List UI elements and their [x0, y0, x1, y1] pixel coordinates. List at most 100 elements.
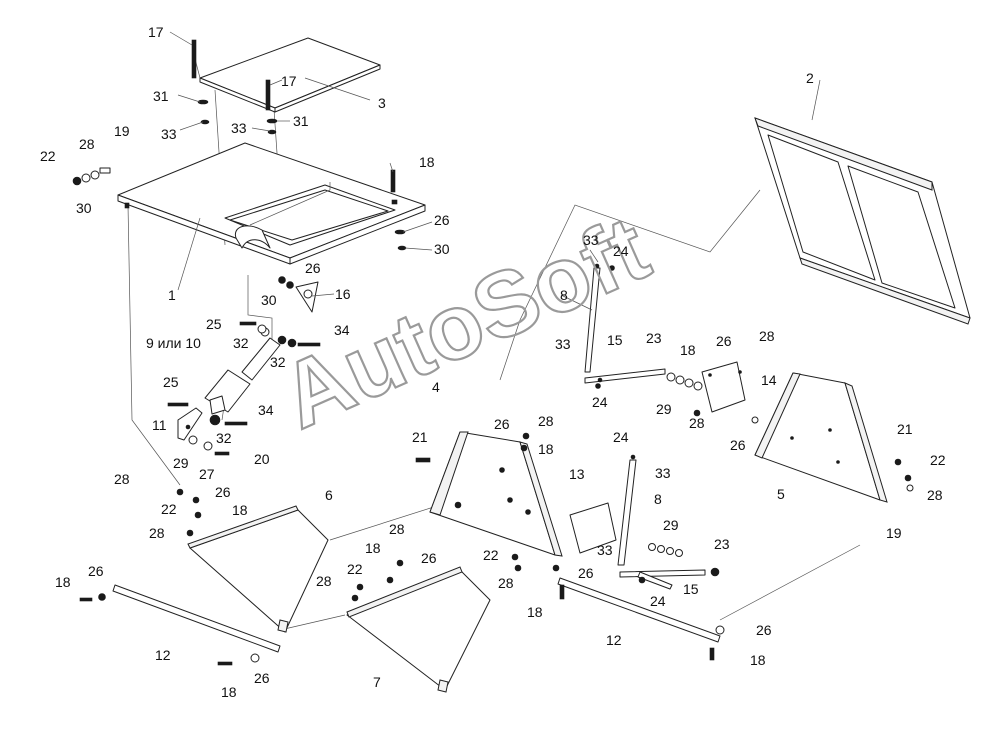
- washer-29-lower-c: [666, 547, 674, 555]
- nut-24-lower: [595, 383, 601, 389]
- callout-18: 18: [527, 604, 543, 620]
- washer-26-part14: [751, 416, 759, 424]
- nut-18-part6: [194, 511, 202, 519]
- washer-27-lower: [203, 441, 213, 451]
- callout-24: 24: [613, 429, 629, 445]
- nut-28-part7: [351, 594, 359, 602]
- nut-26-part4: [522, 432, 530, 440]
- part-15-rod-upper: [584, 368, 666, 384]
- bolt-18-rail-left-b: [217, 661, 233, 666]
- bolt-18-bottom: [559, 584, 565, 600]
- nut-22: [72, 176, 82, 186]
- fasteners: [72, 39, 914, 666]
- callout-27: 27: [199, 466, 215, 482]
- callout-29: 29: [663, 517, 679, 533]
- callout-28: 28: [927, 487, 943, 503]
- washer-29-upper-b: [675, 375, 685, 385]
- callout-18: 18: [221, 684, 237, 700]
- nut-18-part7: [386, 576, 394, 584]
- callout-18: 18: [750, 652, 766, 668]
- nut-32-upper: [277, 335, 287, 345]
- nut-28-part6: [176, 488, 184, 496]
- nut-22-bottom: [511, 553, 519, 561]
- callout-34: 34: [334, 322, 350, 338]
- callout-leaders: [169, 31, 821, 311]
- washer-31-left: [197, 99, 209, 105]
- callout-26: 26: [494, 416, 510, 432]
- part-12-rail-right: [557, 577, 721, 643]
- bolt-17-left: [191, 39, 197, 79]
- part-7-side-plate: [346, 566, 491, 693]
- callout-22: 22: [161, 501, 177, 517]
- bolt-25-upper: [239, 321, 257, 326]
- nut-23-lower: [710, 567, 720, 577]
- callout-26: 26: [730, 437, 746, 453]
- callout-26: 26: [578, 565, 594, 581]
- callout-1: 1: [168, 287, 176, 303]
- callout-22: 22: [40, 148, 56, 164]
- part-14-plate: [701, 361, 746, 413]
- callout-25: 25: [163, 374, 179, 390]
- washer-28-part4: [520, 444, 528, 452]
- callout-15: 15: [683, 581, 699, 597]
- pin-34-upper: [297, 342, 321, 347]
- callout-26: 26: [254, 670, 270, 686]
- bolt-21-right: [894, 458, 902, 466]
- washer-28-part14: [693, 409, 701, 417]
- callout-32: 32: [270, 354, 286, 370]
- washer-32-upper: [257, 324, 267, 334]
- nut-28-part6-b: [186, 529, 194, 537]
- nut-26-bottom: [552, 564, 560, 572]
- callout-26: 26: [421, 550, 437, 566]
- callout-26: 26: [88, 563, 104, 579]
- bolt-19: [99, 167, 111, 174]
- callout-21: 21: [897, 421, 913, 437]
- washer-29-upper-a: [666, 372, 676, 382]
- callout-23: 23: [646, 330, 662, 346]
- washer-26-top: [394, 229, 406, 235]
- callout-31: 31: [293, 113, 309, 129]
- callout-14: 14: [761, 372, 777, 388]
- callout-22: 22: [347, 561, 363, 577]
- callout-21: 21: [412, 429, 428, 445]
- callout-28: 28: [316, 573, 332, 589]
- callout-28: 28: [389, 521, 405, 537]
- callout-5: 5: [777, 486, 785, 502]
- washer-29-lower-a: [648, 543, 656, 551]
- bolt-17-right: [265, 79, 271, 111]
- part-3-lid: [199, 37, 381, 113]
- callout-4: 4: [432, 379, 440, 395]
- callout-25: 25: [206, 316, 222, 332]
- nut-32-upper-b: [287, 338, 297, 348]
- callout-33: 33: [161, 126, 177, 142]
- callout-18: 18: [55, 574, 71, 590]
- callout-28: 28: [149, 525, 165, 541]
- part-8-strut-upper: [584, 263, 601, 373]
- callout-18: 18: [680, 342, 696, 358]
- nut-26-part6: [192, 496, 200, 504]
- bolt-25-lower: [167, 402, 189, 407]
- callout-8: 8: [654, 491, 662, 507]
- callout-33: 33: [231, 120, 247, 136]
- callout-28: 28: [79, 136, 95, 152]
- callout-32: 32: [233, 335, 249, 351]
- part-5-side-plate: [754, 372, 888, 503]
- nut-32-lower: [209, 414, 221, 426]
- washer-30-panel: [286, 281, 294, 289]
- bolt-18-rail-right: [709, 647, 715, 661]
- part-2-frame: [754, 117, 971, 325]
- bolt-18-top: [390, 169, 396, 193]
- nut-26-rail-left: [98, 593, 106, 601]
- callout-12: 12: [155, 647, 171, 663]
- nut-22-right: [904, 474, 912, 482]
- callout-28: 28: [538, 413, 554, 429]
- washer-33-left: [200, 119, 210, 125]
- washer-29-upper-d: [693, 381, 703, 391]
- callout-13: 13: [569, 466, 585, 482]
- callout-24: 24: [613, 243, 629, 259]
- washer-31-right: [266, 118, 278, 124]
- callout-8: 8: [560, 287, 568, 303]
- callout-26: 26: [215, 484, 231, 500]
- callout-17: 17: [148, 24, 164, 40]
- callout-12: 12: [606, 632, 622, 648]
